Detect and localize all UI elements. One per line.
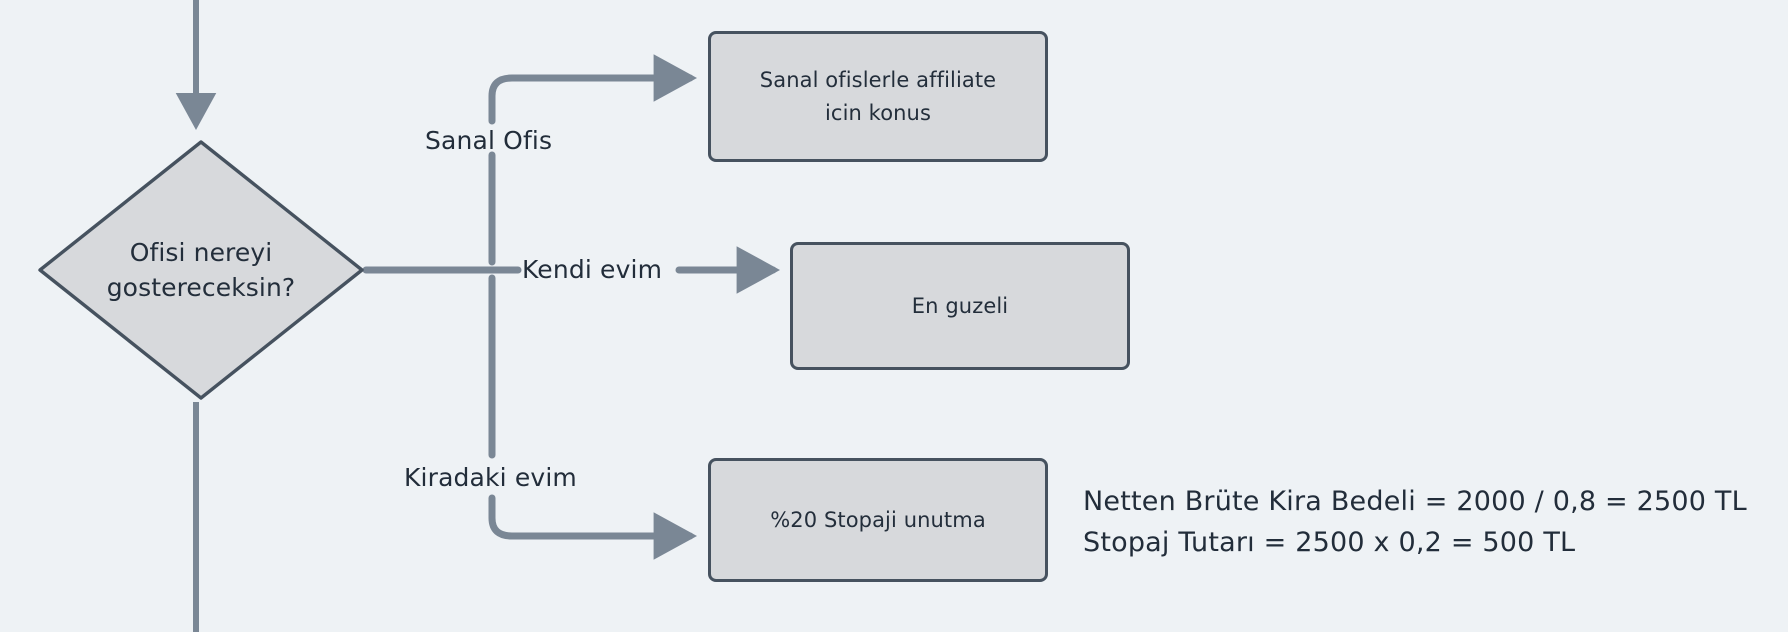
process-node-stopaj-unutma-label: %20 Stopaji unutma [770,504,986,537]
diamond-shape-icon [38,140,364,400]
process-node-stopaj-unutma[interactable]: %20 Stopaji unutma [708,458,1048,582]
process-label-line-1: En guzeli [911,293,1009,318]
annotation-line-2: Stopaj Tutarı = 2500 x 0,2 = 500 TL [1083,527,1576,559]
decision-node-office-location[interactable]: Ofisi nereyi gostereceksin? [36,138,366,402]
edge-label-kiradaki-evim: Kiradaki evim [404,463,577,492]
annotation-line-1: Netten Brüte Kira Bedeli = 2000 / 0,8 = … [1083,486,1747,517]
process-node-sanal-ofis-affiliate[interactable]: Sanal ofislerle affiliate icin konus [708,31,1048,162]
edge-branch-bottom-arrow [488,494,698,560]
edge-label-kendi-evim: Kendi evim [522,255,663,284]
edge-label-sanal-ofis: Sanal Ofis [425,126,553,155]
process-node-en-guzeli-label: En guzeli [912,290,1008,323]
process-label-line-1: %20 Stopaji unutma [770,507,986,532]
annotation-kira-hesabi: Netten Brüte Kira Bedeli = 2000 / 0,8 = … [1083,481,1747,563]
process-node-en-guzeli[interactable]: En guzeli [790,242,1130,370]
process-label-line-1: Sanal ofislerle affiliate [759,67,997,92]
process-label-line-2: icin konus [824,100,932,125]
process-node-sanal-ofis-affiliate-label: Sanal ofislerle affiliate icin konus [760,64,996,129]
edge-branch-top-arrow [488,54,698,125]
